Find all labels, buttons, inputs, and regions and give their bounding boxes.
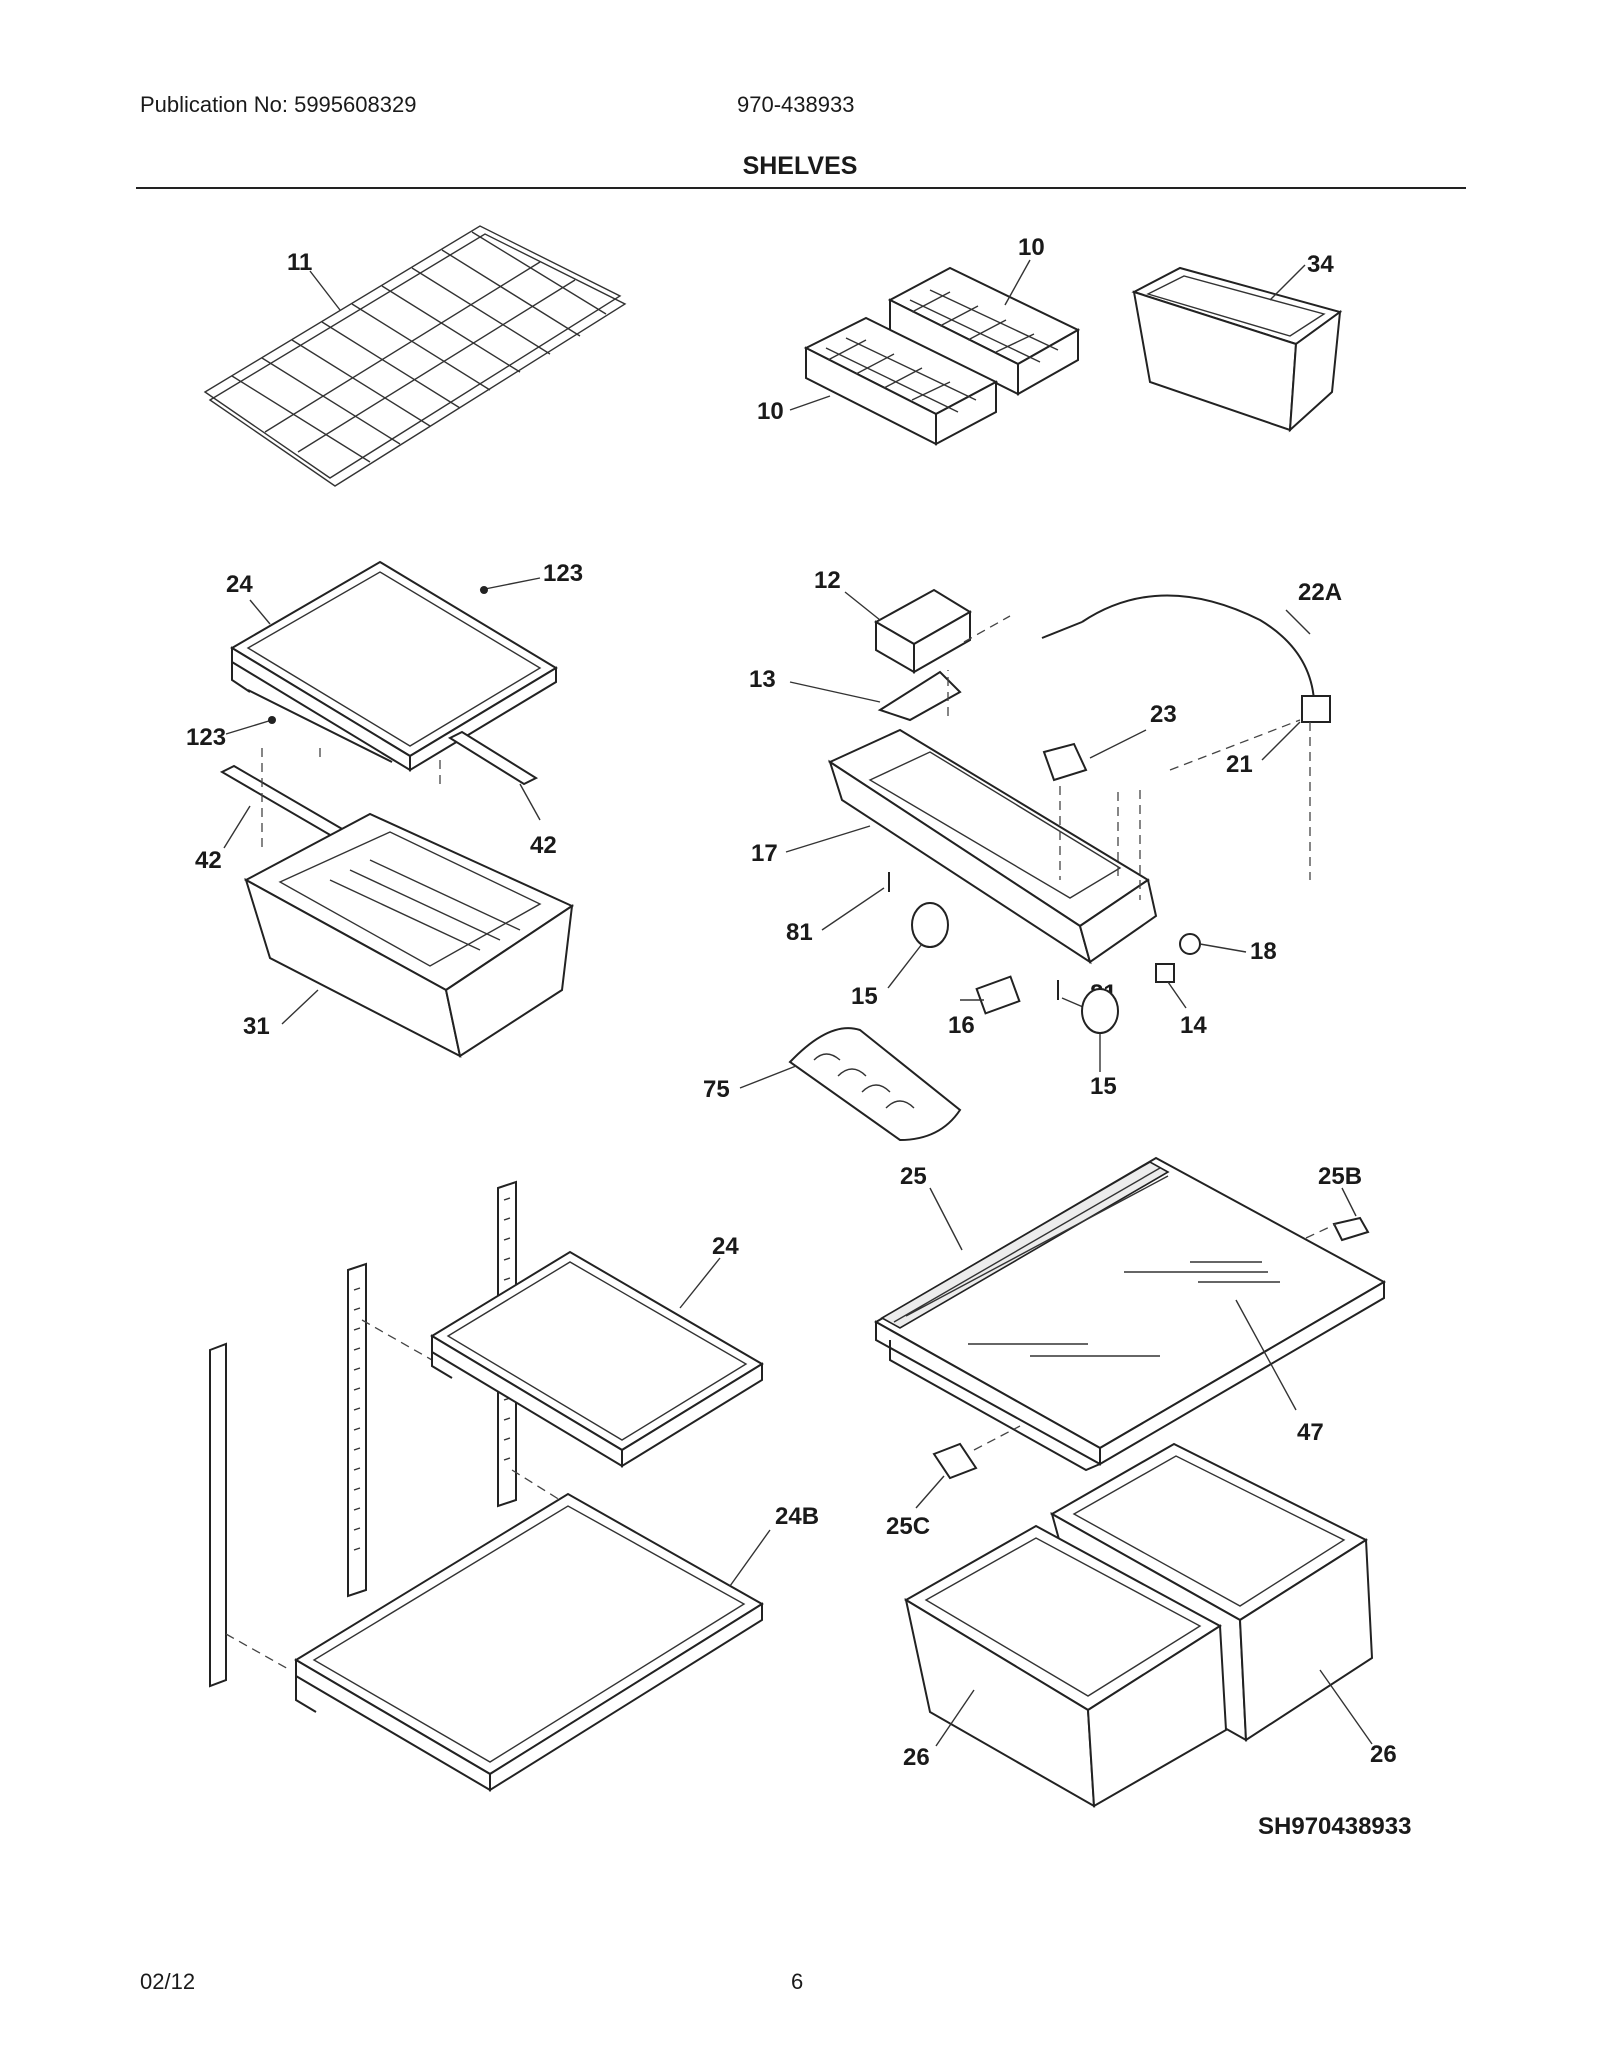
leader-14 <box>1167 981 1187 1009</box>
callout-22A: 22A <box>1298 579 1342 606</box>
callout-17: 17 <box>751 840 778 867</box>
leader-26a <box>935 1689 975 1747</box>
callout-12: 12 <box>814 567 841 594</box>
part-clip-25B <box>1332 1216 1370 1242</box>
part-ice-tray-lower <box>803 316 999 446</box>
callout-25C: 25C <box>886 1513 930 1540</box>
callout-42-right: 42 <box>530 832 557 859</box>
screw-123b <box>268 716 276 724</box>
callout-16: 16 <box>948 1012 975 1039</box>
assembly-guides <box>947 615 1311 900</box>
callout-18: 18 <box>1250 938 1277 965</box>
callout-24-upper: 24 <box>226 571 253 598</box>
callout-42-left: 42 <box>195 847 222 874</box>
callout-24B: 24B <box>775 1503 819 1530</box>
callout-26-right: 26 <box>1370 1741 1397 1768</box>
part-bulb-15a <box>911 902 949 948</box>
leader-17 <box>785 825 871 853</box>
leader-11 <box>309 270 341 311</box>
callout-11: 11 <box>287 249 312 276</box>
callout-81-left: 81 <box>786 919 813 946</box>
publication-number: Publication No: 5995608329 <box>140 92 417 117</box>
leader-75 <box>739 1065 797 1089</box>
leader-123a <box>479 577 541 591</box>
part-light-shield-75 <box>788 1027 962 1142</box>
leader-123b <box>225 719 273 735</box>
callout-10-upper: 10 <box>1018 234 1045 261</box>
callout-47: 47 <box>1297 1419 1324 1446</box>
leader-31 <box>281 989 319 1025</box>
part-crisper-cover <box>873 1156 1387 1472</box>
callout-21: 21 <box>1226 751 1253 778</box>
model-number: 970-438933 <box>737 92 855 117</box>
part-bulb-15b <box>1081 988 1119 1034</box>
diagram-code: SH970438933 <box>1258 1813 1411 1840</box>
callout-75: 75 <box>703 1076 730 1103</box>
leader-24B <box>729 1529 771 1587</box>
callout-24-middle: 24 <box>712 1233 739 1260</box>
part-bucket-12 <box>873 588 972 674</box>
leader-18 <box>1199 943 1247 953</box>
leader-34 <box>1269 264 1306 301</box>
guide-25C <box>973 1425 1021 1451</box>
part-storage-bin <box>1131 266 1343 433</box>
leader-13 <box>789 681 881 703</box>
leader-10a <box>1004 259 1031 306</box>
part-knob-18 <box>1179 933 1201 955</box>
page-number: 6 <box>791 1969 804 1994</box>
part-housing-17 <box>827 728 1158 965</box>
part-socket-16 <box>975 975 1021 1015</box>
callout-15-right: 15 <box>1090 1073 1117 1100</box>
part-switch-21 <box>1301 695 1331 723</box>
leader-24a <box>249 599 271 625</box>
part-vertical-rails <box>209 1180 561 1688</box>
guide-25B <box>1305 1223 1337 1239</box>
part-crisper-drawer <box>243 812 575 1058</box>
callout-14: 14 <box>1180 1012 1207 1039</box>
leader-24b <box>679 1257 721 1309</box>
leader-81a <box>821 887 885 931</box>
callout-23: 23 <box>1150 701 1177 728</box>
title-rule <box>136 187 1466 189</box>
screw-123a <box>480 586 488 594</box>
callout-25: 25 <box>900 1163 927 1190</box>
callout-31: 31 <box>243 1013 270 1040</box>
part-glass-shelf-middle <box>430 1250 764 1468</box>
callout-26-left: 26 <box>903 1744 930 1771</box>
leader-25C <box>915 1475 945 1509</box>
callout-13: 13 <box>749 666 776 693</box>
part-clip-25C <box>932 1442 978 1480</box>
leader-15a <box>887 943 923 989</box>
leader-42b <box>223 805 251 849</box>
callout-10-lower: 10 <box>757 398 784 425</box>
footer-date: 02/12 <box>140 1969 196 1994</box>
leader-12 <box>844 591 881 621</box>
leader-23 <box>1089 729 1147 759</box>
page-title: SHELVES <box>742 152 858 180</box>
part-wire-shelf <box>203 225 627 487</box>
part-glass-shelf-upper <box>230 560 558 772</box>
leader-10b <box>789 395 831 411</box>
callout-15-left: 15 <box>851 983 878 1010</box>
leader-47 <box>1235 1299 1297 1411</box>
leader-42a <box>519 783 541 821</box>
callout-123-lower: 123 <box>186 724 226 751</box>
leader-22A <box>1285 609 1311 635</box>
leader-26b <box>1319 1669 1373 1745</box>
part-harness-22A <box>1081 594 1315 701</box>
callout-34: 34 <box>1307 251 1334 278</box>
part-ice-tray-upper <box>887 266 1081 396</box>
leader-21 <box>1261 721 1301 761</box>
part-flapper-13 <box>877 670 962 722</box>
callout-25B: 25B <box>1318 1163 1362 1190</box>
part-glass-shelf-lower <box>294 1492 764 1792</box>
part-thermostat-23 <box>1042 742 1088 782</box>
leader-25B <box>1341 1187 1357 1217</box>
leader-25 <box>929 1187 963 1251</box>
part-switch-14 <box>1155 963 1175 983</box>
callout-123-upper: 123 <box>543 560 583 587</box>
part-crisper-drawer-left <box>904 1524 1228 1808</box>
harness-end <box>1041 621 1083 639</box>
